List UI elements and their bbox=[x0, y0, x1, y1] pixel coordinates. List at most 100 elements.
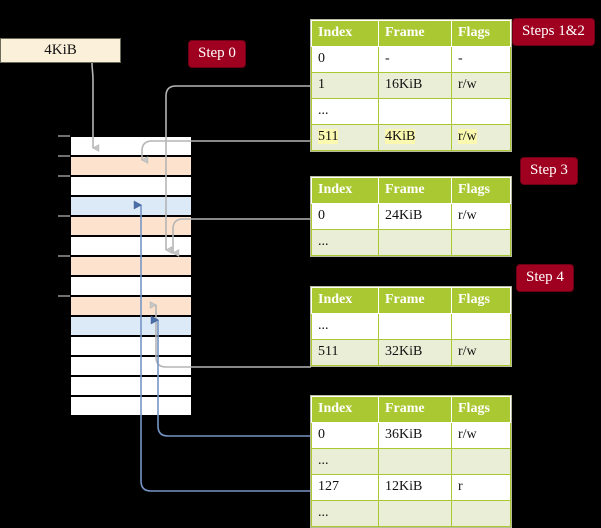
step-4-label: Step 4 bbox=[526, 269, 564, 285]
table-cell bbox=[451, 229, 511, 256]
table-row: ... bbox=[311, 500, 511, 527]
memory-tick bbox=[58, 255, 70, 257]
cell-text: 0 bbox=[318, 208, 325, 223]
step-4-badge: Step 4 bbox=[517, 265, 573, 291]
cell-text: ... bbox=[318, 505, 329, 520]
memory-frame-row bbox=[71, 396, 191, 416]
table-row: 511 4KiB r/w bbox=[311, 124, 511, 151]
memory-frame-row bbox=[71, 376, 191, 396]
table-cell: 0 bbox=[311, 203, 379, 230]
cell-text: r/w bbox=[458, 208, 477, 223]
table-cell: ... bbox=[311, 448, 379, 475]
table-cell bbox=[378, 448, 452, 475]
column-header-frame: Frame bbox=[378, 177, 452, 204]
column-header-flags: Flags bbox=[451, 396, 511, 423]
cell-text: 32KiB bbox=[385, 344, 423, 359]
cell-text: 4KiB bbox=[385, 129, 416, 144]
column-header-flags: Flags bbox=[451, 20, 511, 47]
table-cell: ... bbox=[311, 98, 379, 125]
column-header-flags: Flags bbox=[451, 177, 511, 204]
memory-frame-row bbox=[71, 316, 191, 336]
memory-frame-row bbox=[71, 356, 191, 376]
table-row: 0 -- bbox=[311, 46, 511, 73]
cell-text: ... bbox=[318, 318, 329, 333]
cell-text: r/w bbox=[458, 129, 477, 144]
table-cell: r/w bbox=[451, 339, 511, 366]
cell-text: ... bbox=[318, 453, 329, 468]
cell-text: 0 bbox=[318, 51, 325, 66]
steps-1-2-badge: Steps 1&2 bbox=[513, 19, 594, 45]
cell-text: - bbox=[458, 51, 463, 66]
memory-tick bbox=[58, 135, 70, 137]
table-cell bbox=[378, 500, 452, 527]
cell-text: r/w bbox=[458, 344, 477, 359]
column-header-frame: Frame bbox=[378, 20, 452, 47]
table-cell: r bbox=[451, 474, 511, 501]
cell-text: ... bbox=[318, 234, 329, 249]
step-0-label: Step 0 bbox=[198, 45, 236, 61]
table-cell: ... bbox=[311, 229, 379, 256]
cell-text: 1 bbox=[318, 77, 325, 92]
cell-text: 24KiB bbox=[385, 208, 423, 223]
memory-frame-row bbox=[71, 336, 191, 356]
table-row: ... bbox=[311, 448, 511, 475]
source-frame-box: 4KiB bbox=[0, 38, 121, 63]
table-cell: ... bbox=[311, 313, 379, 340]
table-row: 1 16KiB r/w bbox=[311, 72, 511, 99]
table-row: ... bbox=[311, 313, 511, 340]
memory-frame-row bbox=[71, 236, 191, 256]
table-cell: 16KiB bbox=[378, 72, 452, 99]
column-header-index: Index bbox=[311, 396, 379, 423]
table-cell: 511 bbox=[311, 339, 379, 366]
step-0-badge: Step 0 bbox=[189, 41, 245, 67]
column-header-flags: Flags bbox=[451, 287, 511, 314]
column-header-index: Index bbox=[311, 177, 379, 204]
table-cell bbox=[378, 98, 452, 125]
cell-text: ... bbox=[318, 103, 329, 118]
memory-frame-row bbox=[71, 216, 191, 236]
cell-text: r bbox=[458, 479, 463, 494]
cell-text: 511 bbox=[318, 129, 339, 144]
cell-text: 16KiB bbox=[385, 77, 423, 92]
column-header-frame: Frame bbox=[378, 396, 452, 423]
cell-text: 127 bbox=[318, 479, 339, 494]
table-cell: 127 bbox=[311, 474, 379, 501]
memory-tick bbox=[58, 155, 70, 157]
column-header-frame: Frame bbox=[378, 287, 452, 314]
memory-frame-row bbox=[71, 136, 191, 156]
table-row: 127 12KiB r bbox=[311, 474, 511, 501]
table-cell: r/w bbox=[451, 72, 511, 99]
cell-text: r/w bbox=[458, 427, 477, 442]
table-row: 511 32KiB r/w bbox=[311, 339, 511, 366]
table-cell: - bbox=[378, 46, 452, 73]
step-3-badge: Step 3 bbox=[521, 158, 577, 184]
cell-text: r/w bbox=[458, 77, 477, 92]
memory-frame-row bbox=[71, 276, 191, 296]
cell-text: 36KiB bbox=[385, 427, 423, 442]
memory-tick bbox=[58, 175, 70, 177]
memory-frame-row bbox=[71, 156, 191, 176]
table-cell: r/w bbox=[451, 124, 511, 151]
physical-memory-column bbox=[70, 135, 191, 416]
table-cell bbox=[451, 98, 511, 125]
cell-text: 0 bbox=[318, 427, 325, 442]
table-row: ... bbox=[311, 229, 511, 256]
table-cell bbox=[378, 313, 452, 340]
table-cell: 12KiB bbox=[378, 474, 452, 501]
table-cell: 32KiB bbox=[378, 339, 452, 366]
cell-text: 12KiB bbox=[385, 479, 423, 494]
table-cell: 1 bbox=[311, 72, 379, 99]
memory-tick bbox=[58, 215, 70, 217]
table-cell bbox=[378, 229, 452, 256]
step-3-label: Step 3 bbox=[530, 162, 568, 178]
steps-1-2-label: Steps 1&2 bbox=[522, 23, 585, 39]
memory-frame-row bbox=[71, 196, 191, 216]
